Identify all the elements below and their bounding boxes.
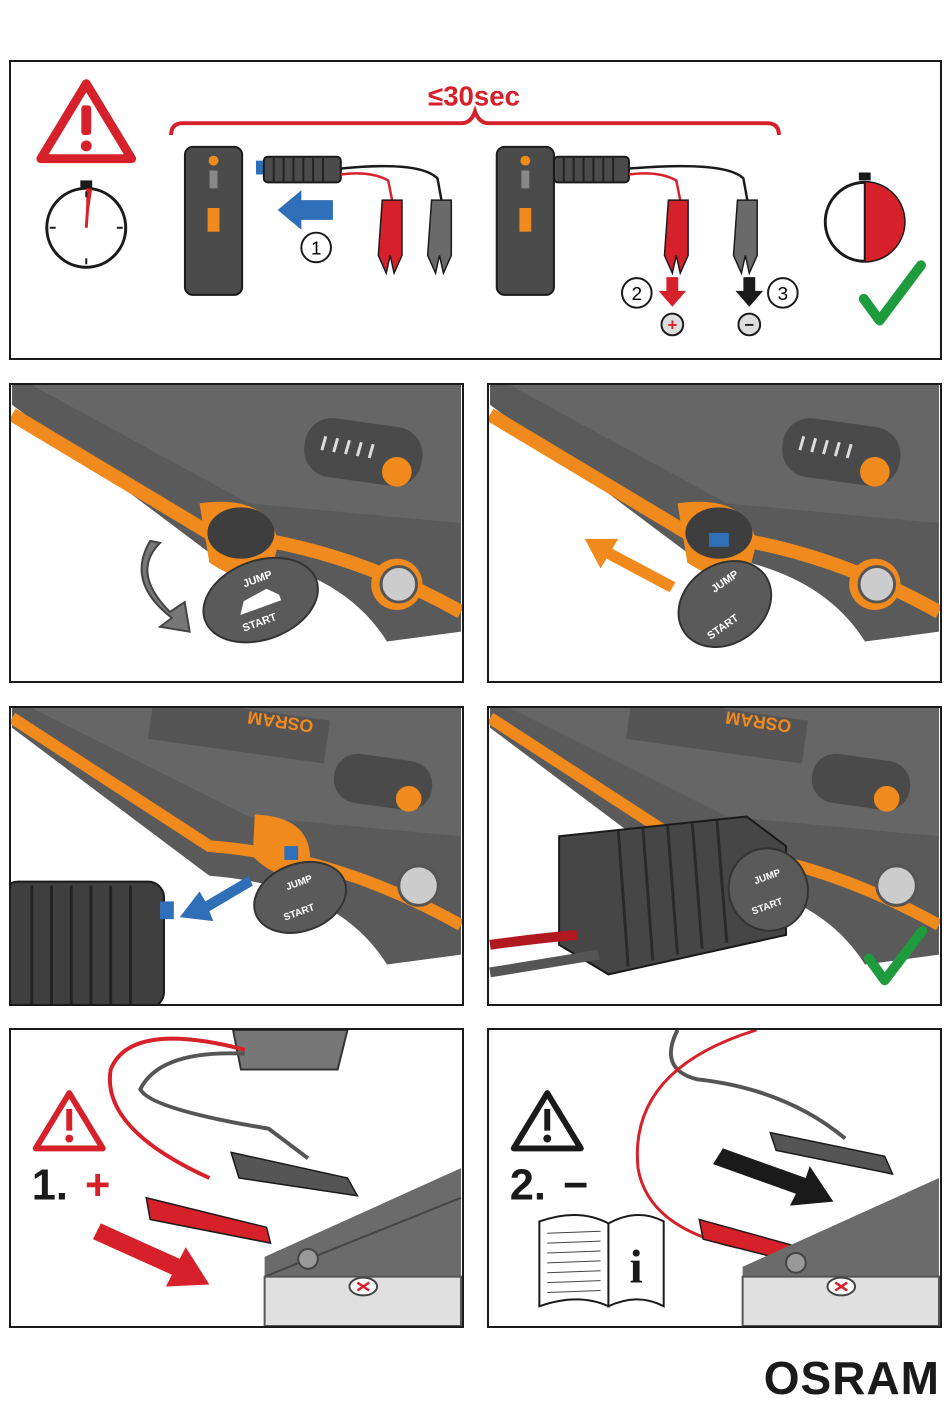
step-connect-negative-panel: 2. − i bbox=[487, 1028, 942, 1328]
negative-terminal-icon: − bbox=[738, 314, 760, 336]
positive-terminal-icon: + bbox=[661, 314, 683, 336]
overview-illustration: ≤30sec 1 bbox=[11, 62, 940, 358]
positive-sign: + bbox=[85, 1162, 110, 1210]
rotate-arrow-icon bbox=[142, 541, 190, 632]
positive-clamp bbox=[146, 1198, 270, 1243]
connect-step-1: 1. bbox=[32, 1162, 68, 1210]
svg-text:+: + bbox=[667, 315, 677, 334]
svg-text:1: 1 bbox=[311, 237, 321, 258]
step-expose-port-panel: JUMP START bbox=[487, 383, 942, 683]
negative-terminal-icon bbox=[827, 1278, 855, 1296]
negative-sign: − bbox=[563, 1162, 588, 1210]
down-arrow-red bbox=[659, 277, 687, 307]
pull-arrow-icon bbox=[585, 539, 676, 592]
jump-starter-device bbox=[185, 147, 242, 295]
step-insert-connector-panel: OSRAM JUMP START bbox=[9, 706, 464, 1006]
brand-logo: OSRAM bbox=[764, 1351, 940, 1405]
step-1-marker: 1 bbox=[301, 233, 331, 263]
step-3-marker: 3 bbox=[768, 278, 798, 308]
svg-text:−: − bbox=[744, 315, 754, 334]
down-arrow-black bbox=[735, 277, 763, 307]
step-connected-panel: OSRAM JUMP START bbox=[487, 706, 942, 1006]
stopwatch-icon bbox=[47, 180, 126, 267]
overview-panel: ≤30sec 1 bbox=[9, 60, 942, 360]
direction-arrow-red bbox=[93, 1223, 209, 1286]
insert-arrow bbox=[180, 876, 253, 921]
manual-book-icon: i bbox=[539, 1215, 663, 1306]
insert-arrow bbox=[278, 190, 333, 229]
step-connect-positive-panel: 1. + bbox=[9, 1028, 464, 1328]
time-limit-label: ≤30sec bbox=[428, 80, 520, 111]
warning-icon bbox=[514, 1093, 581, 1148]
connect-step-2: 2. bbox=[510, 1162, 546, 1210]
clamp-connector-attached bbox=[554, 157, 757, 273]
port-icon bbox=[709, 533, 729, 547]
negative-clamp bbox=[770, 1133, 892, 1174]
negative-clamp bbox=[231, 1152, 357, 1195]
clamp-connector bbox=[11, 882, 174, 1004]
stopwatch-half-icon bbox=[825, 173, 904, 262]
svg-text:2: 2 bbox=[632, 283, 642, 304]
step-open-cover-panel: JUMP START bbox=[9, 383, 464, 683]
checkmark-icon bbox=[864, 265, 921, 320]
jump-starter-device bbox=[497, 147, 554, 295]
negative-terminal-icon bbox=[349, 1278, 377, 1296]
warning-icon bbox=[41, 84, 132, 159]
warning-icon bbox=[36, 1093, 103, 1148]
svg-text:3: 3 bbox=[778, 283, 788, 304]
step-2-marker: 2 bbox=[622, 278, 652, 308]
svg-text:i: i bbox=[629, 1242, 642, 1294]
